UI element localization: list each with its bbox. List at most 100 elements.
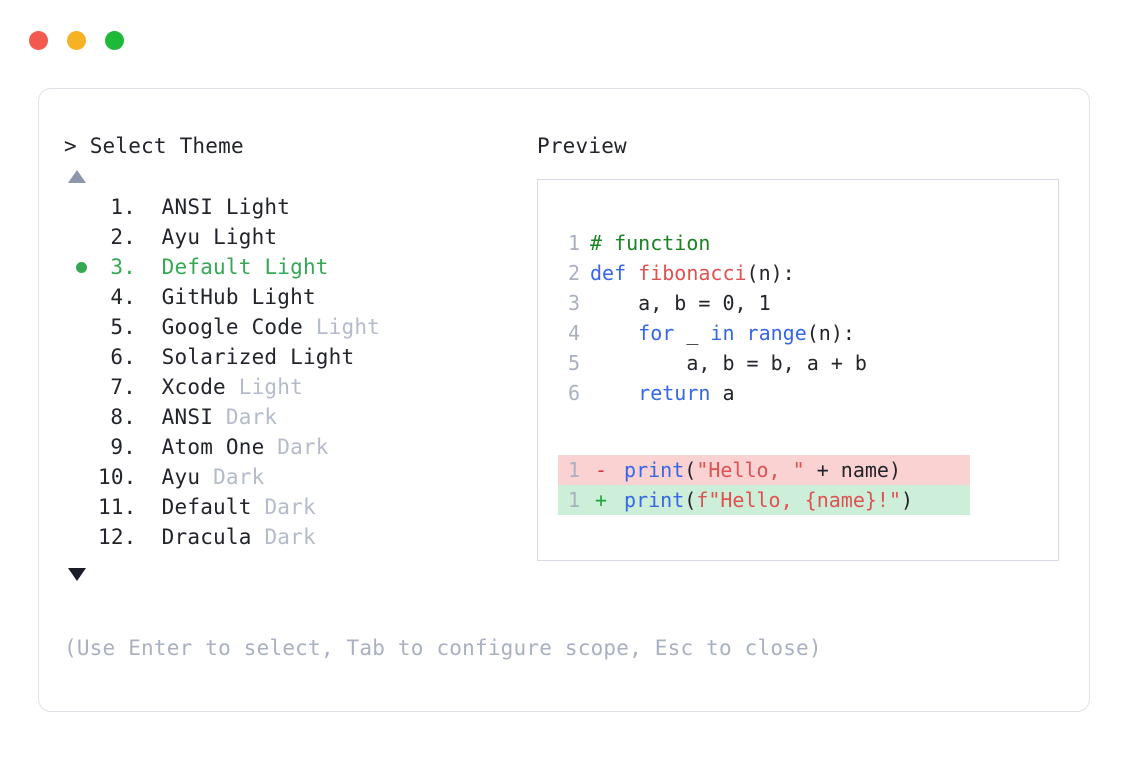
theme-list-item[interactable]: 5. Google Code Light	[64, 312, 534, 342]
code-token: # function	[590, 231, 711, 255]
preview-column: Preview	[537, 131, 1067, 161]
code-token	[590, 318, 638, 348]
diff-line-number: 1	[567, 458, 580, 482]
theme-item-number: 8.	[110, 405, 136, 429]
theme-list-item[interactable]: 7. Xcode Light	[64, 372, 534, 402]
code-line-number: 3	[567, 291, 580, 315]
preview-title: Preview	[537, 134, 627, 158]
theme-item-name: Dracula	[136, 525, 265, 549]
code-token: (n):	[806, 321, 855, 345]
code-token: print	[624, 458, 685, 482]
keyboard-hint: (Use Enter to select, Tab to configure s…	[64, 636, 822, 660]
theme-item-number: 6.	[110, 345, 136, 369]
code-token: )	[901, 488, 914, 512]
diff-plus-sign: +	[594, 488, 608, 512]
code-line: 4 for _ in range(n):	[558, 318, 867, 348]
code-line-number: 5	[567, 351, 580, 375]
selection-bullet-slot	[64, 402, 98, 432]
code-token: fibonacci	[638, 261, 747, 285]
theme-item-variant: Light	[251, 285, 316, 309]
theme-list-item[interactable]: 8. ANSI Dark	[64, 402, 534, 432]
theme-item-number: 3.	[110, 255, 136, 279]
theme-list-item[interactable]: 4. GitHub Light	[64, 282, 534, 312]
code-token: (	[684, 458, 697, 482]
theme-item-number: 11.	[98, 495, 137, 519]
theme-item-variant: Light	[290, 345, 355, 369]
scroll-up-icon[interactable]	[68, 170, 86, 183]
theme-list-item[interactable]: 10. Ayu Dark	[64, 462, 534, 492]
code-line: 6 return a	[558, 378, 867, 408]
code-token: for	[638, 321, 675, 345]
theme-item-number: 9.	[110, 435, 136, 459]
theme-list-item[interactable]: 2. Ayu Light	[64, 222, 534, 252]
code-token: a, b = 0, 1	[590, 291, 771, 315]
window-controls	[29, 31, 124, 50]
code-line-number: 6	[567, 381, 580, 405]
selection-bullet-slot	[64, 372, 98, 402]
theme-item-number: 2.	[110, 225, 136, 249]
diff-gap	[612, 485, 624, 515]
code-token: f"Hello, {name}!"	[696, 488, 902, 512]
diff-line: 1- print("Hello, " + name)	[558, 455, 970, 485]
theme-item-variant: Light	[315, 315, 381, 339]
theme-item-name: ANSI	[136, 195, 226, 219]
code-line: 1 # function	[558, 228, 867, 258]
selection-bullet-slot	[64, 462, 98, 492]
selection-bullet-slot	[64, 522, 98, 552]
code-line: 5 a, b = b, a + b	[558, 348, 867, 378]
theme-item-number: 10.	[98, 465, 137, 489]
theme-item-number: 5.	[110, 315, 136, 339]
close-button[interactable]	[29, 31, 48, 50]
theme-item-variant: Dark	[213, 465, 265, 489]
theme-list-item[interactable]: 11. Default Dark	[64, 492, 534, 522]
theme-list-item[interactable]: 9. Atom One Dark	[64, 432, 534, 462]
maximize-button[interactable]	[105, 31, 124, 50]
code-token: print	[624, 488, 685, 512]
theme-item-number: 7.	[110, 375, 136, 399]
theme-item-name: Atom One	[136, 435, 278, 459]
theme-item-name: Xcode	[136, 375, 239, 399]
theme-item-name: GitHub	[136, 285, 252, 309]
diff-sample: 1- print("Hello, " + name)1+ print(f"Hel…	[558, 455, 970, 515]
code-token	[590, 378, 638, 408]
code-token: "Hello, "	[696, 458, 805, 482]
selection-bullet-slot	[64, 492, 98, 522]
page-title-text: Select Theme	[89, 134, 244, 158]
theme-item-name: Ayu	[136, 225, 214, 249]
minimize-button[interactable]	[67, 31, 86, 50]
selection-bullet-slot	[64, 312, 98, 342]
code-token: in range	[710, 321, 807, 345]
theme-item-variant: Light	[238, 375, 303, 399]
theme-item-variant: Light	[213, 225, 278, 249]
selection-bullet-slot	[64, 252, 98, 282]
theme-list-item[interactable]: 12. Dracula Dark	[64, 522, 534, 552]
theme-item-name: ANSI	[136, 405, 226, 429]
code-token: return	[638, 381, 711, 405]
theme-list-item[interactable]: 6. Solarized Light	[64, 342, 534, 372]
scroll-down-icon[interactable]	[68, 568, 86, 581]
code-line-number: 1	[567, 231, 580, 255]
code-token: a, b = b, a + b	[590, 351, 867, 375]
selection-bullet-slot	[64, 342, 98, 372]
code-line: 3 a, b = 0, 1	[558, 288, 867, 318]
page-title: > Select Theme	[64, 131, 534, 161]
theme-list-item[interactable]: 1. ANSI Light	[64, 192, 534, 222]
prompt-marker: >	[64, 134, 77, 158]
selection-bullet-slot	[64, 222, 98, 252]
theme-item-number: 12.	[98, 525, 137, 549]
theme-item-variant: Dark	[264, 525, 316, 549]
theme-item-variant: Dark	[264, 495, 316, 519]
theme-item-name: Default	[136, 495, 265, 519]
diff-line: 1+ print(f"Hello, {name}!")	[558, 485, 970, 515]
theme-item-name: Default	[136, 255, 265, 279]
code-line-number: 4	[567, 321, 580, 345]
code-token: _	[674, 321, 711, 345]
theme-item-variant: Light	[264, 255, 329, 279]
theme-list-item[interactable]: 3. Default Light	[64, 252, 534, 282]
code-token: (n):	[746, 261, 795, 285]
selection-bullet-slot	[64, 432, 98, 462]
